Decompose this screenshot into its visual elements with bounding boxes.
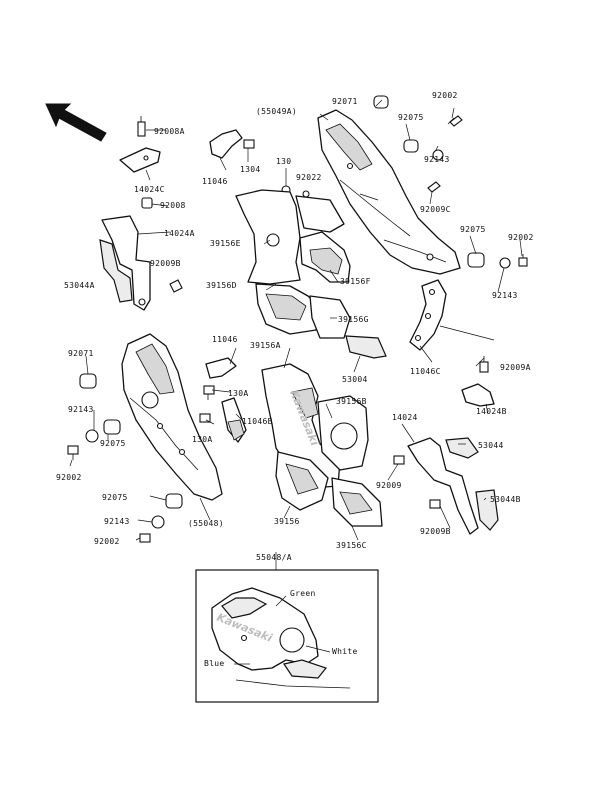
label-92009a: 92009A [500, 363, 531, 372]
label-39156b: 39156B [336, 397, 367, 406]
label-92002-top: 92002 [432, 91, 458, 100]
label-92008-left: 92008 [160, 201, 186, 210]
bracket-14024c [119, 116, 161, 173]
label-39156g: 39156G [338, 315, 369, 324]
bracket-14024a [99, 197, 183, 311]
inner-panel-39156d [255, 283, 321, 335]
label-14024b: 14024B [476, 407, 507, 416]
label-color-white: White [332, 647, 358, 656]
label-cowl-upper-right: (55049A) [256, 107, 297, 116]
left-side-cowl [121, 333, 223, 501]
label-39156c: 39156C [336, 541, 367, 550]
label-11046a-top: 11046 [202, 177, 228, 186]
label-92143-mid: 92143 [492, 291, 518, 300]
inner-panel-39156e [235, 189, 351, 285]
label-14024: 14024 [392, 413, 418, 422]
lower-panel-39156c [331, 477, 383, 527]
label-92009b-right: 92009B [420, 527, 451, 536]
lower-panel-39156 [275, 451, 329, 511]
label-1304-top: 1304 [240, 165, 260, 174]
label-14024a: 14024A [164, 229, 195, 238]
label-130-top: 130 [276, 157, 291, 166]
label-130a-1: 130A [228, 389, 248, 398]
decal-inset-box: Kawasaki [195, 569, 379, 703]
label-92009c: 92009C [420, 205, 451, 214]
label-55048: (55048) [188, 519, 224, 528]
lower-panel-39156a: Kawasaki [261, 363, 341, 489]
upper-right-cowl [317, 109, 461, 275]
bracket-14024b [461, 356, 495, 407]
label-92002-left: 92002 [56, 473, 82, 482]
label-53044a: 53044A [64, 281, 95, 290]
label-92075-mid: 92075 [460, 225, 486, 234]
label-color-blue: Blue [204, 659, 224, 668]
label-55048a: 55048/A [256, 553, 292, 562]
label-92071-left: 92071 [68, 349, 94, 358]
label-39156: 39156 [274, 517, 300, 526]
label-92022: 92022 [296, 173, 322, 182]
label-92071-top: 92071 [332, 97, 358, 106]
label-92075-top: 92075 [398, 113, 424, 122]
label-92009b-left: 92009B [150, 259, 181, 268]
bracket-53044 [445, 437, 499, 531]
part-labels: (55049A) 92071 92002 92008A 92075 92143 … [56, 91, 534, 668]
label-92002-mid: 92002 [508, 233, 534, 242]
label-color-green: Green [290, 589, 316, 598]
label-92143-left: 92143 [68, 405, 94, 414]
label-92075-left: 92075 [100, 439, 126, 448]
bracket-11046b [199, 357, 247, 443]
label-130a-2: 130A [192, 435, 212, 444]
label-14024c: 14024C [134, 185, 165, 194]
label-39156f: 39156F [340, 277, 371, 286]
bracket-14024 [393, 437, 479, 535]
label-39156e: 39156E [210, 239, 241, 248]
label-39156d: 39156D [206, 281, 237, 290]
label-92008a: 92008A [154, 127, 185, 136]
label-92002-bottom: 92002 [94, 537, 120, 546]
label-11046-mid: 11046 [212, 335, 238, 344]
label-39156a: 39156A [250, 341, 281, 350]
label-92075-bottom: 92075 [102, 493, 128, 502]
label-11046c: 11046C [410, 367, 441, 376]
inner-panel-39156g [309, 295, 387, 359]
hardware-top-right [373, 95, 528, 269]
label-53044b: 53044B [490, 495, 521, 504]
label-92143-bottom: 92143 [104, 517, 130, 526]
label-53004: 53004 [342, 375, 368, 384]
leader-lines [69, 99, 523, 570]
label-92009-right: 92009 [376, 481, 402, 490]
bracket-11046a [209, 129, 310, 198]
bracket-11046c [409, 279, 447, 351]
label-92143-top: 92143 [424, 155, 450, 164]
label-11046b: 11046B [242, 417, 273, 426]
label-53044: 53044 [478, 441, 504, 450]
front-direction-arrow-icon [45, 103, 107, 142]
